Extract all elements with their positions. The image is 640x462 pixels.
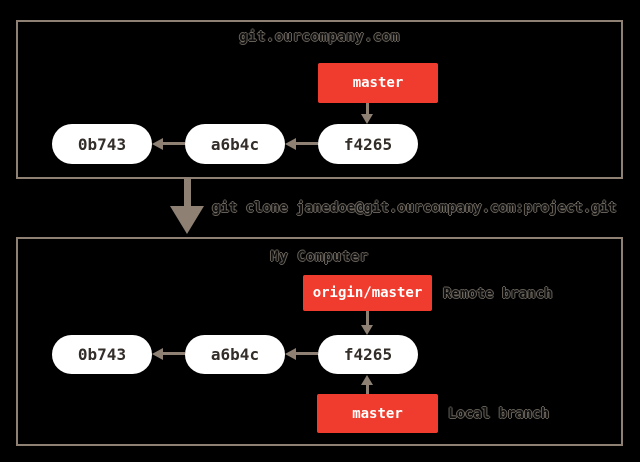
server-parent-arrow-head-icon xyxy=(152,138,163,150)
computer-commit-0b743: 0b743 xyxy=(52,335,152,374)
local-branch-arrow-shaft xyxy=(366,385,369,394)
clone-arrow-shaft xyxy=(184,178,191,206)
clone-arrow-head-icon xyxy=(170,206,204,234)
clone-command-text: git clone janedoe@git.ourcompany.com:pro… xyxy=(212,200,617,216)
server-parent-arrow-head-icon xyxy=(285,138,296,150)
server-branch-arrow-head-icon xyxy=(361,114,373,124)
commit-hash-label: 0b743 xyxy=(77,134,127,154)
remote-branch-label: origin/master xyxy=(303,275,432,311)
commit-hash-label: f4265 xyxy=(343,134,393,154)
remote-branch-arrow-shaft xyxy=(366,311,369,325)
remote-branch-text: origin/master xyxy=(312,285,423,301)
server-master-branch-text: master xyxy=(352,75,404,91)
local-branch-text: master xyxy=(352,405,403,422)
server-master-branch-label: master xyxy=(318,63,438,103)
local-branch-arrow-head-icon xyxy=(361,375,373,385)
commit-hash-label: f4265 xyxy=(343,345,393,364)
computer-parent-arrow-head-icon xyxy=(152,348,163,360)
computer-commit-a6b4c: a6b4c xyxy=(185,335,285,374)
server-parent-arrow-shaft xyxy=(295,142,318,145)
local-branch-label: master xyxy=(317,394,438,433)
computer-commit-f4265: f4265 xyxy=(318,335,418,374)
server-branch-arrow-shaft xyxy=(366,103,369,115)
server-box-title: git.ourcompany.com xyxy=(239,29,400,45)
computer-parent-arrow-shaft xyxy=(162,352,185,355)
computer-parent-arrow-shaft xyxy=(295,352,318,355)
commit-hash-label: a6b4c xyxy=(210,134,260,154)
commit-hash-label: a6b4c xyxy=(210,345,260,364)
server-commit-f4265: f4265 xyxy=(318,124,418,164)
computer-parent-arrow-head-icon xyxy=(285,348,296,360)
server-commit-a6b4c: a6b4c xyxy=(185,124,285,164)
server-box xyxy=(16,20,623,179)
computer-box xyxy=(16,237,623,446)
computer-box-title: My Computer xyxy=(270,249,369,265)
remote-branch-arrow-head-icon xyxy=(361,325,373,335)
commit-hash-label: 0b743 xyxy=(77,345,127,364)
local-branch-annotation: Local branch xyxy=(448,406,550,422)
remote-branch-annotation: Remote branch xyxy=(443,286,553,302)
server-parent-arrow-shaft xyxy=(162,142,185,145)
server-commit-0b743: 0b743 xyxy=(52,124,152,164)
